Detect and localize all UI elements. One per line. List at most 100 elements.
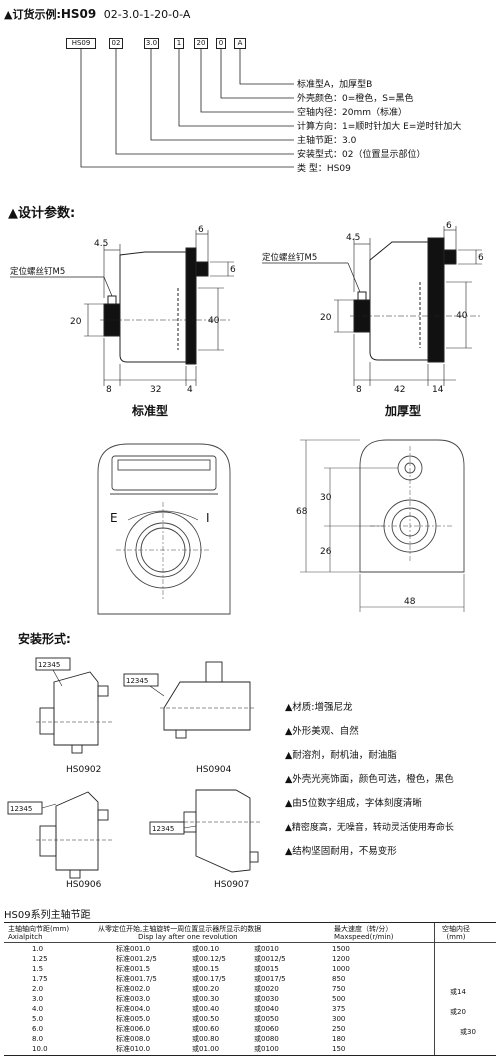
side-view-drawings: 4.5 6 6 40 20 8 32 4 定位螺丝钉M5 4.5 6 6 40 … [10,221,484,395]
feature-list: ▲材质:增强尼龙 ▲外形美观、自然 ▲耐溶剂，耐机油，耐油脂 ▲外壳光亮饰面，颜… [285,698,454,862]
table-cell: 或0080 [254,1035,279,1043]
bore-30: 或30 [460,1028,476,1036]
order-box-style: A [234,38,246,49]
table-cell: 1.5 [32,965,44,973]
table-cell: 或00.12/5 [192,955,226,963]
std-dim-4: 4 [187,385,193,395]
feature-durable: ▲结构坚固耐用，不易变形 [285,846,397,857]
table-cell: 1000 [332,965,350,973]
feature-appearance: ▲外形美观、自然 [285,726,359,737]
thick-dim-40: 40 [456,311,468,321]
bore-14: 或14 [450,988,466,996]
table-header: 主轴轴向节距(mm)Axialpitch 从零定位开始,主轴旋转一周位置显示器所… [4,923,496,943]
order-box-pitch: 3.0 [144,38,159,49]
install-digits-0902: 12345 [38,661,60,669]
feature-material: ▲材质:增强尼龙 [285,702,353,713]
back-dim-48: 48 [404,597,416,607]
table-cell: 4.0 [32,1005,44,1013]
table-cell: 或00.50 [192,1015,220,1023]
bore-20: 或20 [450,1008,466,1016]
table-cell: 或01.00 [192,1045,220,1053]
install-drawings: 12345 12345 12345 12345 [7,657,262,879]
table-cell: 10.0 [32,1045,48,1053]
feature-finish: ▲外壳光亮饰面，颜色可选，橙色，黑色 [285,774,454,785]
table-cell: 1500 [332,945,350,953]
front-label-I: I [206,511,210,525]
install-title: 安装形式: [18,632,71,646]
order-model: HS09 [60,7,97,21]
legend-mount: 安装型式：02（位置显示部位） [297,150,426,160]
table-cell: 180 [332,1035,346,1043]
front-back-views: E I 68 30 26 48 [97,439,465,615]
table-cell: 或0015 [254,965,279,973]
install-model-0902: HS0902 [66,765,102,775]
thick-dim-42: 42 [394,385,405,395]
table-cell: 或00.80 [192,1035,220,1043]
std-dim-6a: 6 [198,225,204,235]
thick-dim-14: 14 [432,385,444,395]
table-cell: 850 [332,975,346,983]
table-cell: 3.0 [32,995,44,1003]
table-cell: 或0017/5 [254,975,286,983]
table-cell: 500 [332,995,346,1003]
order-box-type: HS09 [66,38,96,49]
table-cell: 标准010.0 [116,1045,151,1053]
order-box-mount: 02 [109,38,123,49]
table-cell: 或0100 [254,1045,279,1053]
table-cell: 150 [332,1045,346,1053]
table-cell: 5.0 [32,1015,44,1023]
table-cell: 或0060 [254,1025,279,1033]
table-cell: 或00.17/5 [192,975,226,983]
table-cell: 标准003.0 [116,995,151,1003]
th-pitch-cn: 主轴轴向节距(mm) [8,925,70,933]
table-cell: 标准005.0 [116,1015,151,1023]
thick-type-label: 加厚型 [385,404,422,418]
th-speed-cn: 最大速度（转/分） [334,925,393,933]
order-box-direction: 1 [174,38,184,49]
feature-resistance: ▲耐溶剂，耐机油，耐油脂 [285,750,397,761]
table-cell: 或0050 [254,1015,279,1023]
table-cell: 1.25 [32,955,48,963]
table-cell: 250 [332,1025,346,1033]
thick-dim-8: 8 [356,385,362,395]
std-dim-32: 32 [150,385,161,395]
table-cell: 1200 [332,955,350,963]
install-digits-0907: 12345 [152,825,174,833]
table-title: HS09系列主轴节距 [4,910,91,921]
table-cell: 标准002.0 [116,985,151,993]
table-cell: 750 [332,985,346,993]
back-dim-30: 30 [320,493,332,503]
th-bore-cn: 空轴内径 [442,925,470,933]
thick-dim-20: 20 [320,313,332,323]
th-display-en: Disp lay after one revolution [138,933,238,941]
front-label-E: E [110,511,118,525]
std-dim-45: 4.5 [94,239,108,249]
table-cell: 或00.40 [192,1005,220,1013]
table-cell: 标准006.0 [116,1025,151,1033]
table-cell: 或00.60 [192,1025,220,1033]
feature-precision: ▲精密度高，无噪音，转动灵活使用寿命长 [285,823,454,833]
table-cell: 8.0 [32,1035,44,1043]
order-box-bore: 20 [194,38,208,49]
th-bore-en: (mm) [446,933,466,941]
thick-dim-6a: 6 [446,221,452,231]
pitch-table: 主轴轴向节距(mm)Axialpitch 从零定位开始,主轴旋转一周位置显示器所… [4,922,496,1056]
std-screw-label: 定位螺丝钉M5 [10,266,65,277]
legend-type: 类 型：HS09 [297,164,351,174]
th-speed-en: Maxspeed(r/min) [334,933,394,941]
install-model-0906: HS0906 [66,880,102,890]
thick-dim-45: 4.5 [346,233,360,243]
std-dim-40: 40 [208,316,220,326]
table-cell: 1.0 [32,945,44,953]
table-cell: 标准001.7/5 [116,975,157,983]
order-title-row: ▲订货示例:HS09 02-3.0-1-20-0-A [4,6,190,22]
install-digits-0904: 12345 [126,677,148,685]
back-dim-26: 26 [320,547,332,557]
